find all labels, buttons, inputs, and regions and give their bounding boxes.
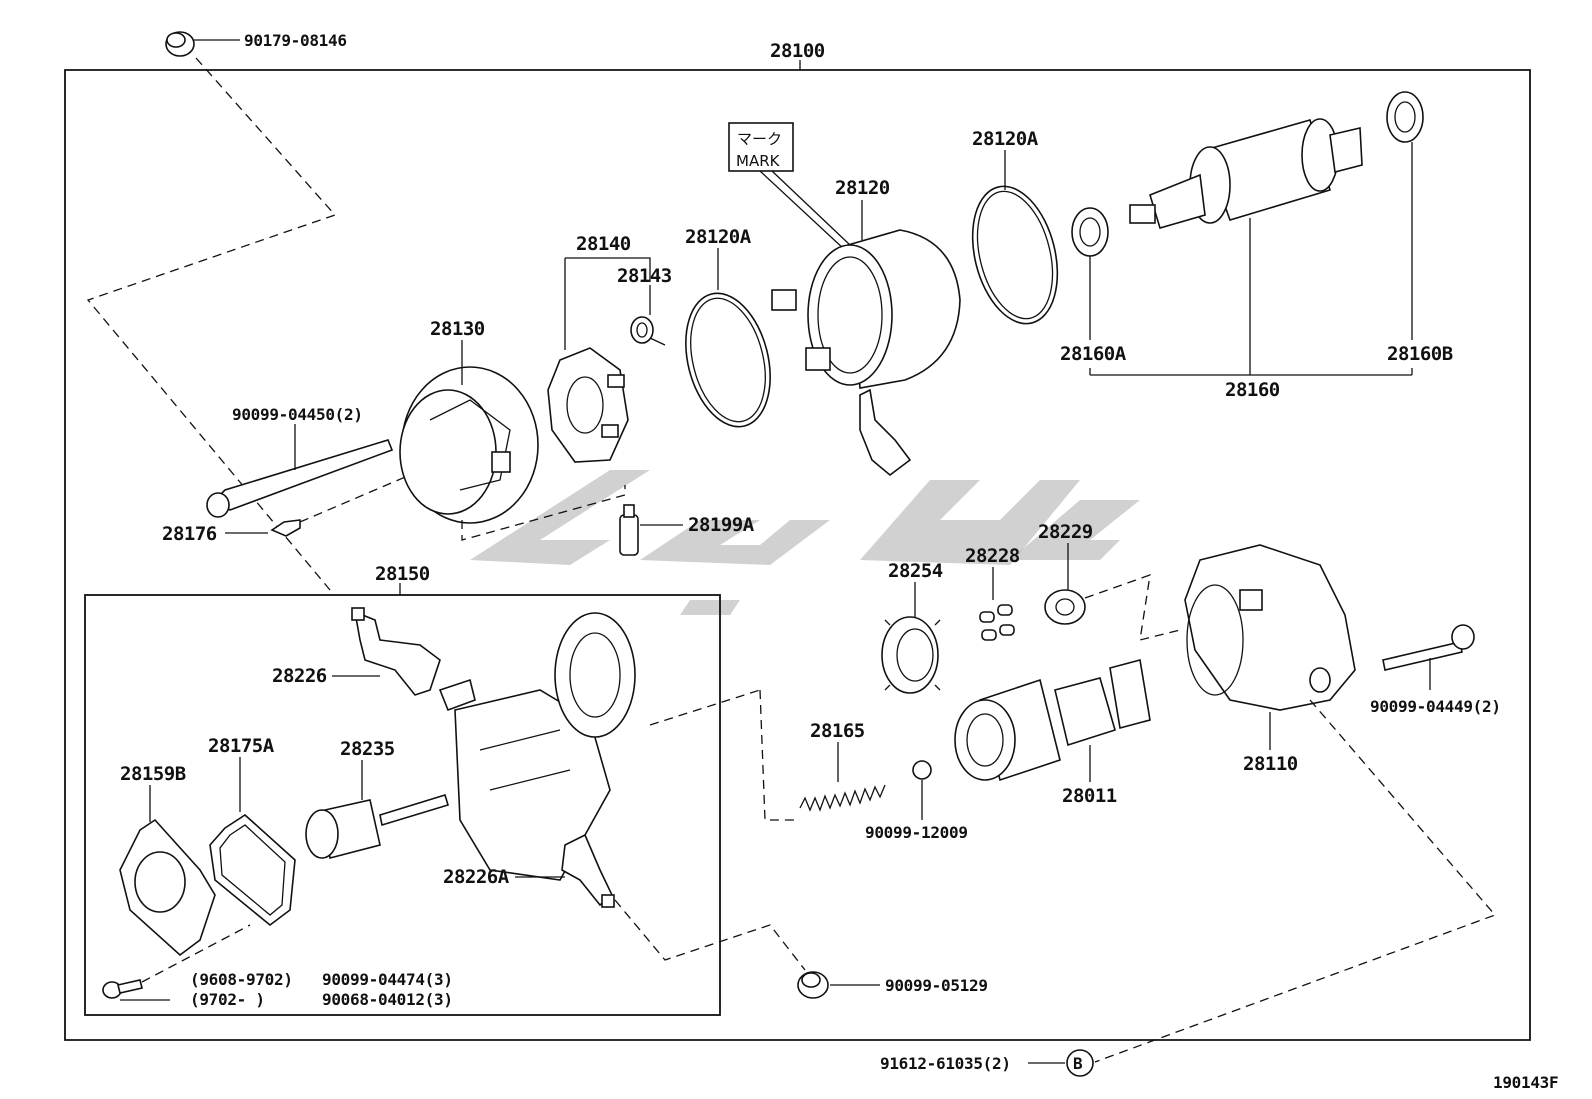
label-28130: 28130 — [430, 318, 485, 340]
label-28160: 28160 — [1225, 379, 1280, 401]
nut-90179-08146 — [165, 31, 240, 57]
label-28120A-right: 28120A — [972, 128, 1039, 150]
bolt-90099-04449 — [1382, 624, 1475, 671]
diagram-id: 190143F — [1493, 1073, 1558, 1092]
label-28254: 28254 — [888, 560, 943, 582]
bolt-90099-04450 — [206, 439, 394, 518]
svg-text:B: B — [1073, 1054, 1083, 1073]
label-90179-08146: 90179-08146 — [244, 31, 347, 50]
assembly-label: 28100 — [770, 40, 825, 62]
bolt-90099-04474 — [102, 924, 251, 999]
callout-circle-b: B — [1066, 1049, 1094, 1077]
part-28199A — [619, 504, 639, 556]
part-28143-spring — [630, 316, 666, 346]
part-28229-retainer — [1044, 589, 1086, 625]
part-28160A-bearing — [1071, 207, 1109, 257]
part-28254-gear — [881, 616, 941, 694]
label-28229: 28229 — [1038, 521, 1093, 543]
label-90099-05129: 90099-05129 — [885, 976, 988, 995]
part-28130-end-frame — [399, 366, 539, 524]
part-28110-drive-housing — [1184, 544, 1356, 711]
part-28235-plunger — [305, 793, 449, 860]
part-28160-armature — [1129, 118, 1363, 229]
label-28160A: 28160A — [1060, 343, 1127, 365]
part-28226-terminal — [351, 607, 441, 696]
label-28110: 28110 — [1243, 753, 1298, 775]
part-28165-spring — [799, 784, 886, 812]
label-28140: 28140 — [576, 233, 631, 255]
screw-28176 — [270, 474, 411, 537]
part-28150-magnetic-switch — [438, 612, 636, 881]
label-28159B: 28159B — [120, 763, 186, 785]
label-28228: 28228 — [965, 545, 1020, 567]
subassembly-frame-28150 — [84, 594, 721, 1016]
part-28011-clutch — [954, 659, 1151, 782]
label-28120: 28120 — [835, 177, 890, 199]
label-28176: 28176 — [162, 523, 217, 545]
assembly-frame — [64, 69, 1531, 1041]
label-90068-04012: 90068-04012(3) — [322, 990, 453, 1009]
label-28150: 28150 — [375, 563, 430, 585]
part-28120A-oring-left — [685, 292, 771, 428]
label-90099-12009: 90099-12009 — [865, 823, 968, 842]
part-28228-rollers — [979, 604, 1015, 641]
svg-text:マーク: マーク — [737, 130, 782, 148]
label-date-range-1: (9608-9702) — [190, 970, 293, 989]
mark-note-box: マーク MARK — [728, 122, 851, 251]
label-28235: 28235 — [340, 738, 395, 760]
nut-90099-05129 — [797, 971, 829, 999]
label-28199A: 28199A — [688, 514, 755, 536]
part-28120-yoke — [771, 229, 961, 477]
part-28159B-cover — [119, 818, 216, 957]
watermark-logo — [470, 470, 1140, 615]
part-28175A-gasket — [209, 813, 296, 927]
part-28120A-oring-right — [971, 185, 1059, 325]
part-28160B-bearing — [1386, 91, 1424, 143]
part-90099-12009-ball — [912, 760, 932, 780]
label-90099-04450: 90099-04450(2) — [232, 405, 363, 424]
label-90099-04449: 90099-04449(2) — [1370, 697, 1501, 716]
label-date-range-2: (9702- ) — [190, 990, 265, 1009]
label-28175A: 28175A — [208, 735, 275, 757]
label-28011: 28011 — [1062, 785, 1117, 807]
label-28226A: 28226A — [443, 866, 510, 888]
label-90099-04474: 90099-04474(3) — [322, 970, 453, 989]
label-28226: 28226 — [272, 665, 327, 687]
label-28160B: 28160B — [1387, 343, 1453, 365]
part-28226A-terminal — [561, 833, 615, 908]
label-28143: 28143 — [617, 265, 672, 287]
label-28120A-left: 28120A — [685, 226, 752, 248]
svg-text:MARK: MARK — [736, 152, 781, 170]
part-28140-brush-holder — [547, 347, 629, 463]
label-28165: 28165 — [810, 720, 865, 742]
label-91612-61035: 91612-61035(2) — [880, 1054, 1011, 1073]
